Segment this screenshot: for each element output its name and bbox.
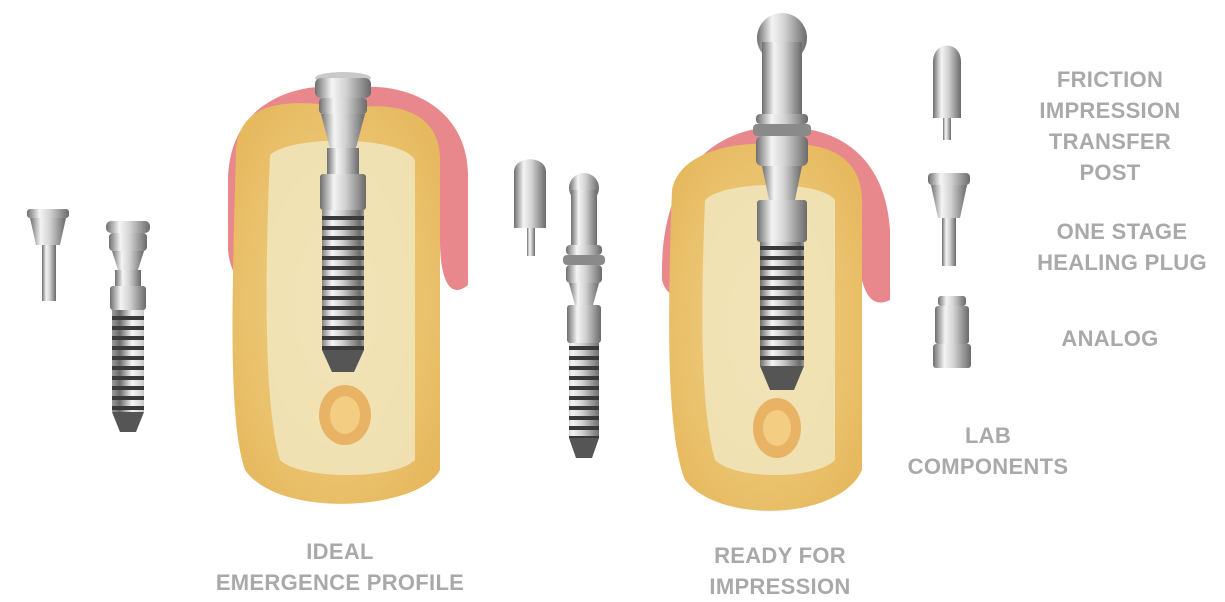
friction-transfer-post-part	[933, 46, 961, 141]
implant-small-left	[106, 221, 150, 432]
label-analog-line1: ANALOG	[1010, 323, 1210, 354]
label-lab-line1: LAB	[888, 420, 1088, 451]
label-friction-line4: POST	[1010, 157, 1210, 188]
label-friction-line2: IMPRESSION	[1010, 95, 1210, 126]
implant-with-transfer-post	[753, 13, 811, 390]
label-one-stage-healing-plug: ONE STAGE HEALING PLUG	[1022, 216, 1222, 278]
label-ideal-emergence-profile: IDEAL EMERGENCE PROFILE	[190, 536, 490, 598]
label-friction-line3: TRANSFER	[1010, 126, 1210, 157]
label-ready-line2: IMPRESSION	[660, 571, 900, 602]
label-ready-line1: READY FOR	[660, 540, 900, 571]
analog-part	[933, 296, 971, 368]
label-healing-line1: ONE STAGE	[1022, 216, 1222, 247]
implant-with-impression-post	[563, 173, 605, 458]
label-lab-components: LAB COMPONENTS	[888, 420, 1088, 482]
healing-plug-small	[27, 209, 69, 301]
label-friction-line1: FRICTION	[1010, 64, 1210, 95]
label-ideal-line1: IDEAL	[190, 536, 490, 567]
healing-plug-part	[928, 173, 970, 266]
implant-with-healing-plug	[315, 72, 371, 372]
label-ready-for-impression: READY FOR IMPRESSION	[660, 540, 900, 602]
label-lab-line2: COMPONENTS	[888, 451, 1088, 482]
impression-post-small	[514, 159, 546, 256]
label-healing-line2: HEALING PLUG	[1022, 247, 1222, 278]
label-analog: ANALOG	[1010, 323, 1210, 354]
label-friction-impression-transfer-post: FRICTION IMPRESSION TRANSFER POST	[1010, 64, 1210, 188]
label-ideal-line2: EMERGENCE PROFILE	[190, 567, 490, 598]
